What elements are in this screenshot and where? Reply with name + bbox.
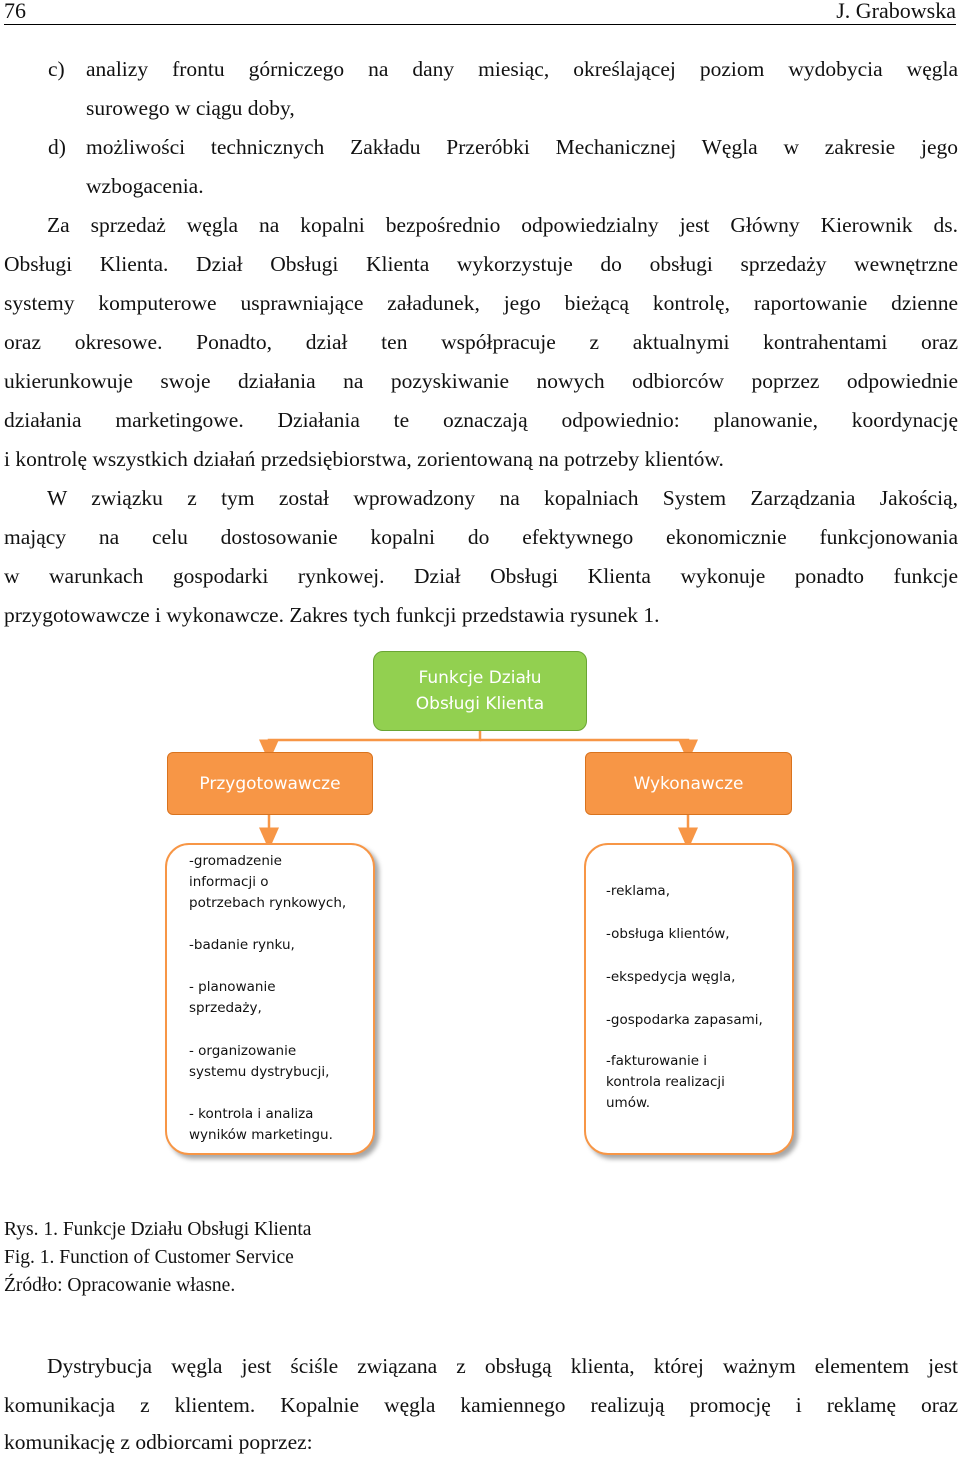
connector-root-left (259, 731, 482, 762)
function-item: -gospodarka zapasami, (606, 1012, 763, 1028)
root-node: Funkcje Działu Obsługi Klienta (373, 651, 587, 731)
connector-root-right (480, 738, 698, 762)
paragraph-line: Za sprzedaż węgla na kopalni bezpośredni… (47, 213, 958, 237)
function-item: -fakturowanie i kontrola realizacji umów… (606, 1053, 725, 1111)
root-node-line: Funkcje Działu (418, 668, 542, 688)
branch-node-executive: Wykonawcze (585, 752, 792, 815)
function-item: - planowanie sprzedaży, (189, 979, 276, 1016)
paragraph-line: w warunkach gospodarki rynkowej. Dział O… (4, 564, 958, 588)
function-item: -reklama, (606, 883, 670, 899)
paragraph-line: Obsługi Klienta. Dział Obsługi Klienta w… (4, 252, 958, 276)
preparatory-functions-list: -gromadzenie informacji o potrzebach ryn… (165, 843, 375, 1155)
paragraph-line: przygotowawcze i wykonawcze. Zakres tych… (4, 603, 660, 627)
running-header: 76 J. Grabowska (4, 0, 956, 25)
diagram-connectors (259, 731, 698, 850)
function-item: - organizowanie systemu dystrybucji, (189, 1043, 330, 1080)
list-label: c) (48, 57, 65, 81)
caption-source: Źródło: Opracowanie własne. (4, 1275, 236, 1296)
paragraph-line: W związku z tym został wprowadzony na ko… (47, 486, 958, 510)
root-node-line: Obsługi Klienta (415, 694, 545, 714)
list-text-line: surowego w ciągu doby, (86, 96, 295, 120)
paragraph-line: oraz okresowe. Ponadto, dział ten współp… (4, 330, 958, 354)
list-text-line: analizy frontu górniczego na dany miesią… (86, 57, 958, 81)
function-item: -ekspedycja węgla, (606, 969, 736, 985)
list-label: d) (48, 135, 66, 159)
paragraph-line: Dystrybucja węgla jest ściśle związana z… (47, 1354, 958, 1378)
executive-functions-list: -reklama, -obsługa klientów, -ekspedycja… (584, 843, 794, 1155)
list-text-line: wzbogacenia. (86, 174, 204, 198)
function-item: -gromadzenie informacji o potrzebach ryn… (189, 853, 347, 911)
paragraph-line: działania marketingowe. Działania te ozn… (4, 408, 958, 432)
paragraph-line: mający na celu dostosowanie kopalni do e… (4, 525, 958, 549)
paragraph-line: komunikację z odbiorcami poprzez: (4, 1430, 313, 1454)
caption-polish: Rys. 1. Funkcje Działu Obsługi Klienta (4, 1219, 312, 1240)
function-item: -obsługa klientów, (606, 926, 730, 942)
running-author: J. Grabowska (836, 0, 956, 23)
paragraph-line: systemy komputerowe usprawniające załadu… (4, 291, 958, 315)
paragraph-line: i kontrolę wszystkich działań przedsiębi… (4, 447, 724, 471)
paragraph-line: komunikacja z klientem. Kopalnie węgla k… (4, 1393, 958, 1417)
list-text-line: możliwości technicznych Zakładu Przeróbk… (86, 135, 958, 159)
caption-english: Fig. 1. Function of Customer Service (4, 1247, 294, 1268)
branch-node-preparatory: Przygotowawcze (167, 752, 373, 815)
function-item: -badanie rynku, (189, 937, 295, 953)
page-number: 76 (4, 0, 26, 23)
paragraph-line: ukierunkowuje swoje działania na pozyski… (4, 369, 958, 393)
branch-label: Przygotowawcze (199, 773, 341, 794)
branch-label: Wykonawcze (633, 773, 744, 794)
function-item: - kontrola i analiza wyników marketingu. (189, 1106, 333, 1143)
